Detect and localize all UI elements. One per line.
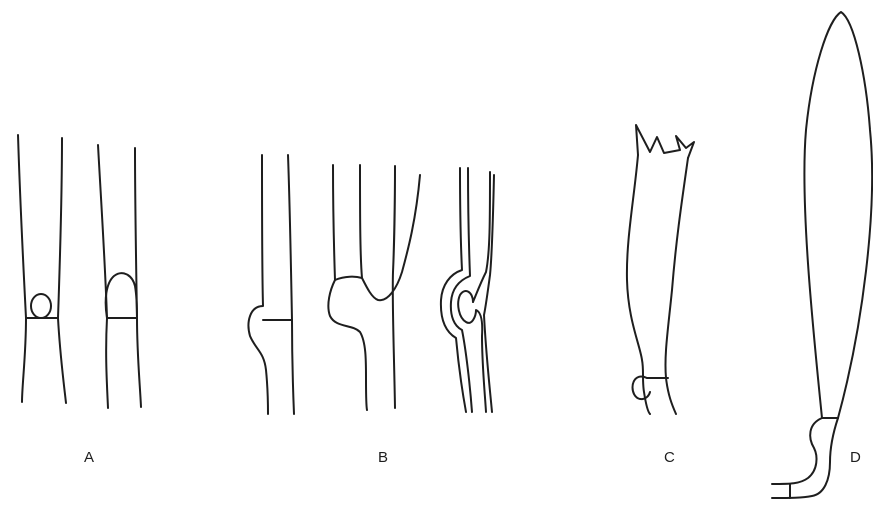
filament-a2-swelling	[106, 273, 137, 318]
group-c: C	[627, 125, 694, 466]
sac-d	[772, 12, 872, 498]
filament-b3	[441, 168, 494, 412]
tube-c-right-wall	[665, 158, 688, 414]
group-d: D	[772, 12, 872, 498]
tube-c-swelling	[633, 377, 650, 400]
label-b: B	[378, 449, 388, 466]
tube-c-crown	[636, 125, 694, 158]
label-d: D	[850, 449, 861, 466]
filament-a1-swelling	[31, 294, 51, 318]
filament-a1-right-wall	[58, 138, 66, 403]
group-b: B	[249, 155, 494, 466]
filament-b3-inner-right	[473, 172, 490, 302]
label-c: C	[664, 449, 675, 466]
filament-b2	[328, 165, 420, 410]
filament-b2-right-wall	[360, 165, 420, 300]
filament-a1	[18, 135, 66, 403]
filament-b3-inner-left	[451, 168, 472, 412]
filament-b2-swelling	[335, 277, 362, 280]
filament-a2	[98, 145, 141, 408]
filament-b1	[249, 155, 294, 414]
filament-a1-left-wall	[18, 135, 26, 402]
group-a: A	[18, 135, 141, 466]
filament-b1-left-wall	[249, 155, 268, 414]
filament-a2-right-wall	[135, 148, 141, 407]
filament-b2-left-wall	[328, 165, 367, 410]
filament-a2-left-wall	[98, 145, 108, 408]
tube-c	[627, 125, 694, 414]
label-a: A	[84, 449, 94, 466]
filament-b1-right-wall	[288, 155, 294, 414]
sac-d-outline	[804, 12, 872, 418]
tube-c-left-wall	[627, 155, 650, 414]
stalk-d-lower-wall	[772, 418, 838, 498]
stalk-d-upper-wall	[772, 418, 822, 484]
